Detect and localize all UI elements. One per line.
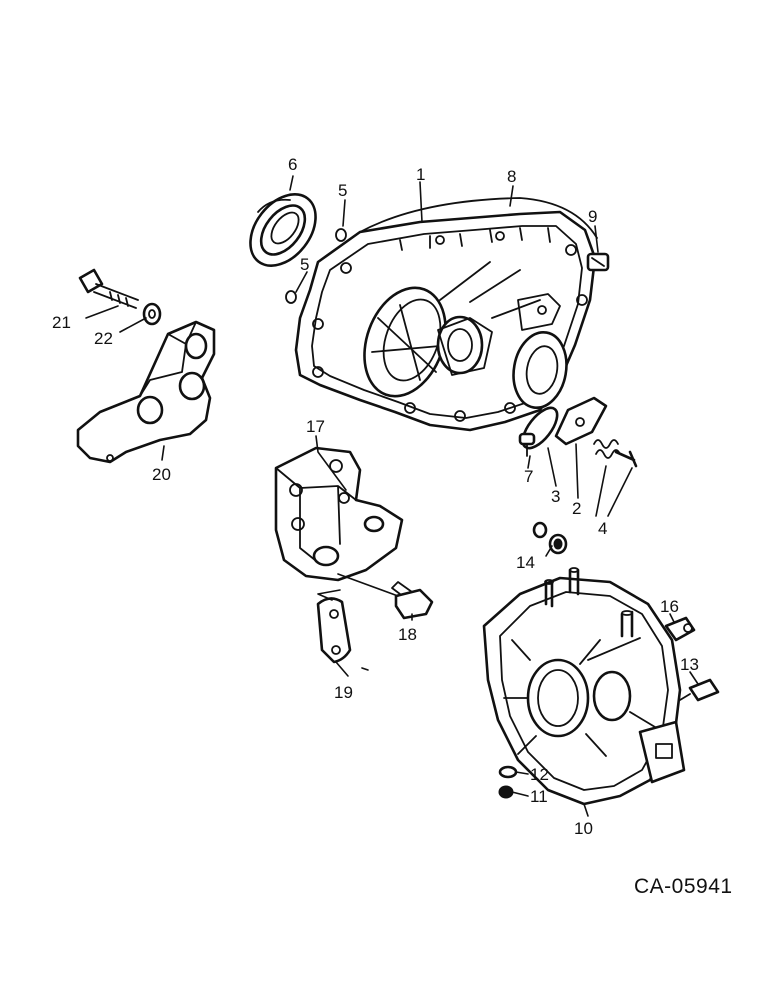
callout-5-upper: 5 [338,181,347,200]
callout-5-lower: 5 [300,255,309,274]
callout-11: 11 [530,787,548,806]
leader-lines [85,175,699,817]
callout-18: 18 [398,625,417,644]
cover-plate-part-2 [554,396,608,446]
callout-16: 16 [660,597,679,616]
spring-and-valve-part-4 [593,439,638,468]
callout-7: 7 [524,467,533,486]
flywheel-housing-part-10 [482,567,686,806]
callout-21: 21 [52,313,71,332]
callout-14: 14 [516,553,535,572]
washer-part-12 [498,765,518,779]
o-ring-part-5-lower [285,290,297,304]
screw-part-11 [498,785,514,799]
callout-labels: 6 5 5 1 8 9 7 3 2 4 21 22 20 17 18 19 14… [52,155,699,838]
callout-12: 12 [530,765,549,784]
plate-part-19 [316,597,352,664]
mounting-bracket-part-20 [76,320,216,464]
callout-22: 22 [94,329,113,348]
callout-4: 4 [598,519,607,538]
oil-seal-part-6 [249,193,317,267]
washer-part-22 [142,302,162,326]
callout-6: 6 [288,155,297,174]
callout-17: 17 [306,417,325,436]
plug-part-9 [586,252,610,272]
bolt-part-18 [391,581,434,620]
fitting-part-13 [679,678,720,702]
callout-19: 19 [334,683,353,702]
bolt-part-21 [78,268,139,309]
o-ring-part-3 [521,406,559,450]
callout-9: 9 [588,207,597,226]
callout-1: 1 [416,165,425,184]
nut-part-14 [532,521,568,555]
fitting-part-16 [664,616,696,642]
callout-8: 8 [507,167,516,186]
callout-2: 2 [572,499,581,518]
callout-3: 3 [551,487,560,506]
diagram-code: CA-05941 [634,875,733,898]
callout-13: 13 [680,655,699,674]
callout-20: 20 [152,465,171,484]
o-ring-part-5-upper [335,228,347,242]
front-cover-housing-part-1 [294,210,597,432]
gasket-part-8 [359,197,598,239]
support-bracket-part-17 [274,446,404,582]
callout-10: 10 [574,819,593,838]
screw-part-7 [518,432,536,457]
